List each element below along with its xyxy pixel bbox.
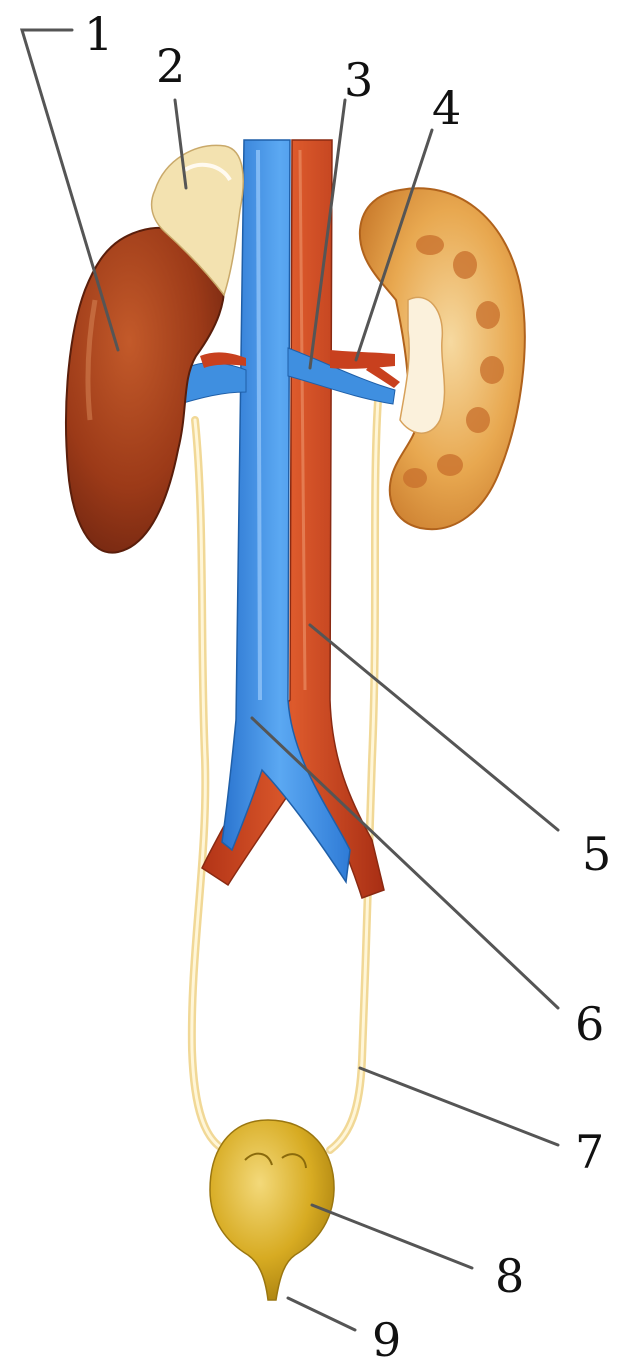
label-4: 4 [432, 81, 461, 135]
leader-line-9 [288, 1298, 355, 1330]
label-3: 3 [344, 53, 373, 107]
leader-line-8 [312, 1205, 472, 1268]
label-8: 8 [495, 1249, 524, 1303]
leader-line-1 [22, 30, 118, 350]
label-7: 7 [575, 1125, 604, 1179]
ureter-left [192, 420, 225, 1150]
label-5: 5 [582, 827, 611, 881]
label-1: 1 [84, 7, 113, 61]
leader-line-6 [252, 718, 558, 1008]
label-6: 6 [575, 997, 604, 1051]
leader-line-7 [360, 1068, 558, 1145]
urinary-bladder [210, 1120, 334, 1300]
label-9: 9 [372, 1313, 401, 1361]
label-2: 2 [156, 39, 185, 93]
